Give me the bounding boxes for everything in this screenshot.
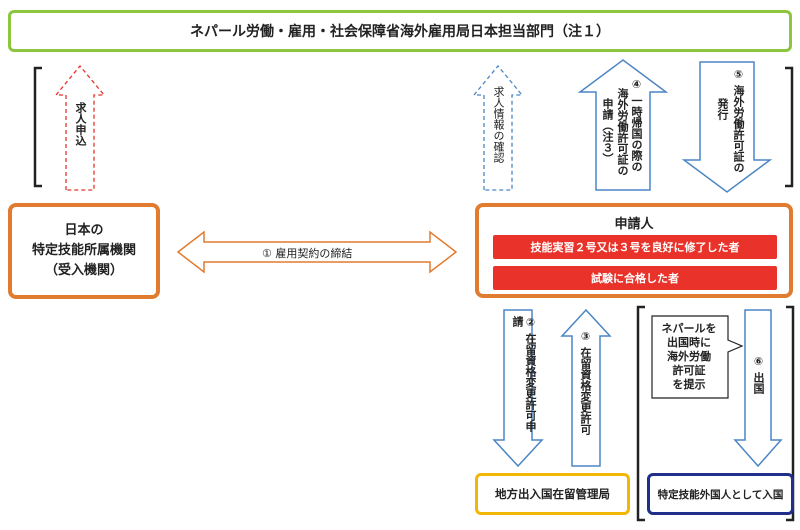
contract-arrow xyxy=(176,230,458,274)
job-check-label: 求人情報の確認 xyxy=(492,86,505,163)
departure-bracket-left xyxy=(636,305,645,522)
job-check-arrow xyxy=(472,64,524,191)
callout-line1: ネパールを xyxy=(661,322,717,335)
ministry-title: ネパール労働・雇用・社会保障省海外雇用局日本担当部門（注１） xyxy=(190,24,610,40)
applicant-box: 申請人 技能実習２号又は３号を良好に修了した者 試験に合格した者 xyxy=(475,203,793,298)
step2-label: ② 在留資格変更許可申請 xyxy=(511,316,537,432)
step6-label: ⑥ 出国 xyxy=(752,355,765,394)
departure-bracket-right xyxy=(786,305,795,522)
step3-label: ③ 在留資格変更許可 xyxy=(579,330,592,435)
ministry-header: ネパール労働・雇用・社会保障省海外雇用局日本担当部門（注１） xyxy=(8,10,792,52)
right-bracket-top xyxy=(785,66,794,188)
step5-arrow xyxy=(681,61,773,193)
applicant-category-trainee: 技能実習２号又は３号を良好に修了した者 xyxy=(493,235,777,259)
callout-text: ネパールを 出国時に 海外労働 許可証 を提示 xyxy=(656,322,722,392)
entry-label: 特定技能外国人として入国 xyxy=(657,488,784,501)
immigration-office-label: 地方出入国在留管理局 xyxy=(495,487,610,501)
step4-label-a: ④ 一時帰国の際の xyxy=(630,78,643,172)
org-line2: 特定技能所属機関 xyxy=(31,243,136,258)
callout-bubble xyxy=(651,315,744,399)
callout-line3: 海外労働 xyxy=(667,350,711,363)
callout-line2: 出国時に xyxy=(667,336,711,349)
receiving-organization-box: 日本の 特定技能所属機関 （受入機関） xyxy=(8,203,160,299)
contract-label: ① 雇用契約の締結 xyxy=(262,247,353,260)
step6-arrow xyxy=(733,309,783,468)
applicant-category-exam: 試験に合格した者 xyxy=(493,266,777,290)
step3-arrow xyxy=(560,308,612,467)
callout-line4: 許可証 xyxy=(672,364,706,377)
step4-arrow xyxy=(577,59,669,191)
job-offer-label: 求人申込 xyxy=(74,102,87,146)
step4-label-c: 申請（注３） xyxy=(601,98,614,164)
applicant-title: 申請人 xyxy=(614,217,654,232)
immigration-office-box: 地方出入国在留管理局 xyxy=(475,473,630,515)
step2-arrow xyxy=(492,309,544,468)
entry-box: 特定技能外国人として入国 xyxy=(647,473,794,515)
org-line1: 日本の xyxy=(64,223,104,238)
org-line3: （受入機関） xyxy=(44,263,123,278)
step5-label-a: ⑤ 海外労働許可証の xyxy=(732,68,745,173)
step4-label-b: 海外労働許可証の xyxy=(616,88,629,176)
callout-line5: を提示 xyxy=(672,378,706,391)
step5-label-b: 発行 xyxy=(716,98,729,120)
left-bracket xyxy=(33,66,42,188)
job-offer-arrow xyxy=(54,64,106,191)
